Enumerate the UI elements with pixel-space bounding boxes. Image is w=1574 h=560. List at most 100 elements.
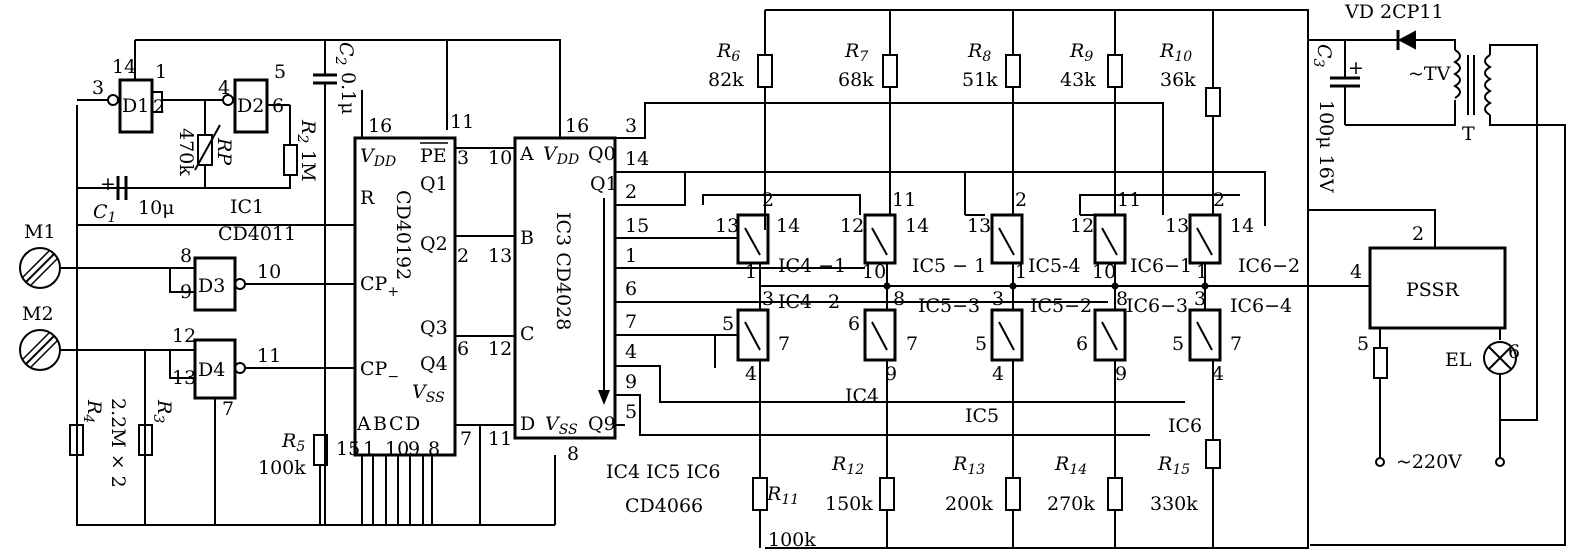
r5-sub: 5 xyxy=(296,439,305,455)
ic3-vdd: V xyxy=(543,143,559,165)
sw-ic5-4-label: IC5-4 xyxy=(1028,255,1081,277)
ic3-q9: Q9 xyxy=(588,413,616,435)
svg-text:A: A xyxy=(356,413,371,435)
sw-ic6-1-label: IC6−1 xyxy=(1130,255,1192,277)
ic3-vss: V xyxy=(545,413,561,435)
ic3-out4: 4 xyxy=(625,341,637,363)
ic2-q1: Q1 xyxy=(420,173,448,195)
gate-d2-label: D2 xyxy=(237,95,264,117)
svg-text:B: B xyxy=(373,413,387,435)
r3-ref: R xyxy=(153,399,175,414)
transformer-t: ~TV T xyxy=(1310,44,1566,546)
pssr-pin4: 4 xyxy=(1350,261,1362,283)
resistor-r9: R9 43k xyxy=(1060,40,1123,215)
gate-d4-bottom: 7 xyxy=(222,398,234,420)
c2-value: 0.1μ xyxy=(337,72,359,115)
ic2-ic3-bus: 10 13 12 11 xyxy=(455,147,515,525)
r6-sub: 6 xyxy=(731,49,740,65)
ic3-pin11: 11 xyxy=(488,428,512,450)
potentiometer-rp: RP 470k xyxy=(175,100,235,188)
right-frame xyxy=(1307,40,1309,548)
sw-ic5-4-ctrl: 13 xyxy=(967,215,991,237)
resistor-r10: R10 36k xyxy=(1159,40,1221,215)
svg-text:VDD: VDD xyxy=(543,143,579,168)
sw-ic5-2-ctrl: 5 xyxy=(975,333,987,355)
ic2-pin2: 2 xyxy=(457,245,469,267)
ic3-out15: 15 xyxy=(625,215,649,237)
pssr-module: PSSR 2 4 5 6 xyxy=(1308,209,1520,458)
diode-vd: VD 2CP11 xyxy=(1344,1,1456,50)
ic2-q2: Q2 xyxy=(420,233,448,255)
gate-d3-out: 10 xyxy=(257,261,281,283)
r7-value: 68k xyxy=(838,69,874,91)
ic2-vss-sub: SS xyxy=(426,390,445,406)
resistor-r3: R3 2.2M × 2 xyxy=(107,398,175,488)
switch-ic5-1: 12 14 11 10 IC5 − 1 xyxy=(840,189,986,283)
sw-ic5-2-label: IC5−2 xyxy=(1030,295,1092,317)
capacitor-c3: + C3 100μ 16V xyxy=(1308,39,1456,193)
sw-ic6-4-out: 7 xyxy=(1230,333,1242,355)
sw-ic6-3-bottom: 9 xyxy=(1115,363,1127,385)
switch-ic6-2: 13 14 2 1 IC6−2 xyxy=(1165,189,1300,283)
svg-text:VSS: VSS xyxy=(412,381,445,406)
r9-ref: R xyxy=(1069,40,1084,62)
r9-value: 43k xyxy=(1060,69,1096,91)
switch-parts-label: IC4 IC5 IC6 xyxy=(606,461,720,483)
vd-label: VD 2CP11 xyxy=(1344,1,1444,23)
ic2-pin3: 3 xyxy=(457,147,469,169)
ic3-q1: Q1 xyxy=(590,173,618,195)
ic2-cpd: CP xyxy=(360,358,388,380)
r14-sub: 14 xyxy=(1069,462,1087,478)
ic2-pin6: 6 xyxy=(457,338,469,360)
ic2-part: CD40192 xyxy=(392,190,414,280)
touch-pad-m2: M2 xyxy=(19,303,195,371)
sw-ic5-1-top: 11 xyxy=(892,189,916,211)
mains-label: ~220V xyxy=(1396,451,1462,473)
ic3-pin10: 10 xyxy=(488,147,512,169)
svg-text:C: C xyxy=(389,413,404,435)
r8-sub: 8 xyxy=(982,49,991,65)
capacitor-c1: + C1 10μ xyxy=(77,173,325,226)
svg-text:C2: C2 xyxy=(332,42,357,66)
svg-text:R11: R11 xyxy=(766,483,799,508)
gate-d2-pin-out2: 6 xyxy=(272,95,284,117)
r15-value: 330k xyxy=(1150,493,1198,515)
sw-ic6-2-label: IC6−2 xyxy=(1238,255,1300,277)
gate-d1-pin-out1: 1 xyxy=(155,61,167,83)
capacitor-c2: C2 0.1μ xyxy=(313,42,359,525)
sw-ic5-3-top: 8 xyxy=(893,288,905,310)
c2-sub: 2 xyxy=(332,56,348,66)
sw-ic5-1-out: 14 xyxy=(905,215,929,237)
r15-sub: 15 xyxy=(1172,462,1190,478)
svg-text:R15: R15 xyxy=(1157,453,1190,478)
sw-ic4-1-top: 2 xyxy=(762,189,774,211)
ic3-a: A xyxy=(519,143,534,165)
r6-value: 82k xyxy=(708,69,744,91)
gate-d1-pin-top: 14 xyxy=(112,56,136,78)
resistor-r6: R6 82k xyxy=(708,40,773,230)
svg-text:R9: R9 xyxy=(1069,40,1093,65)
sw-ic6-2-top: 2 xyxy=(1213,189,1225,211)
mains-terminals: ~220V xyxy=(1375,451,1505,473)
ic2-q3: Q3 xyxy=(420,317,448,339)
resistor-r13: R13 200k xyxy=(945,453,1021,548)
resistor-r12: R12 150k xyxy=(825,453,895,548)
ic3-out6: 6 xyxy=(625,278,637,300)
svg-text:R12: R12 xyxy=(831,453,864,478)
svg-text:R7: R7 xyxy=(844,40,868,65)
gate-d4-out: 11 xyxy=(257,345,281,367)
common-output-bus xyxy=(759,263,1360,310)
r10-sub: 10 xyxy=(1174,49,1192,65)
tv-label: ~TV xyxy=(1408,63,1451,85)
ic3-vss-sub: SS xyxy=(559,422,578,438)
svg-text:R6: R6 xyxy=(716,40,740,65)
ic3-q0: Q0 xyxy=(588,143,616,165)
switch-ic4-2: 5 7 3 4 IC4−2 xyxy=(722,288,840,385)
rp-value: 470k xyxy=(175,128,197,176)
sw-ic6-1-ctrl: 12 xyxy=(1070,215,1094,237)
t-label: T xyxy=(1462,123,1475,145)
r15-ref: R xyxy=(1157,453,1172,475)
sw-ic5-3-ctrl: 6 xyxy=(848,313,860,335)
sw-ic4-2-bottom: 4 xyxy=(745,363,757,385)
r2-value: 1M xyxy=(297,150,319,182)
